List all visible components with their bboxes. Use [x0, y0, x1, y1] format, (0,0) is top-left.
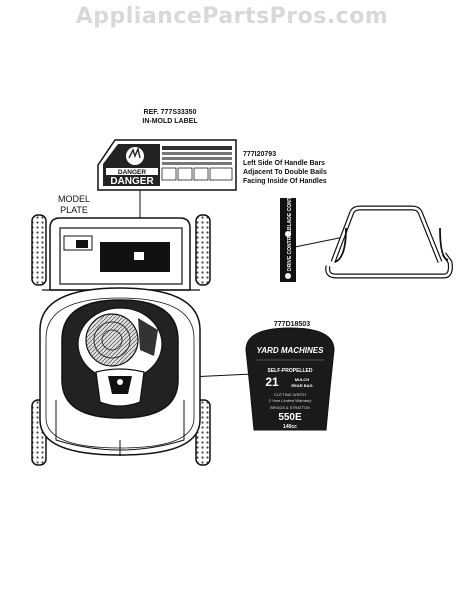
blade-control-text: BLADE CONTROL [287, 187, 293, 230]
ref-label-line2: IN-MOLD LABEL [142, 118, 198, 125]
warranty-text: 2 Year Limited Warranty [268, 398, 313, 403]
danger-word: DANGER [110, 176, 154, 187]
model-plate-line2: PLATE [60, 205, 88, 215]
model-number-text: 550E [278, 412, 302, 423]
model-plate-label: MODEL PLATE [54, 194, 94, 216]
danger-decal: DANGER DANGER [97, 139, 237, 191]
control-icon [285, 231, 291, 237]
self-propelled-text: SELF-PROPELLED [267, 368, 312, 374]
watermark: AppliancePartsPros.com [75, 4, 389, 29]
handle-label-part: 777I20793 [243, 151, 277, 158]
handle-label-line1: Left Side Of Handle Bars [243, 160, 326, 167]
cc-text: 140cc [283, 424, 297, 430]
handle-decal: BLADE CONTROL DRIVE CONTROL [280, 187, 296, 282]
cutting-width-text: CUTTING WIDTH [274, 392, 306, 397]
rear-wheels [31, 214, 211, 286]
size-text: 21 [265, 375, 279, 389]
engine [61, 299, 179, 419]
handle-label-line3: Facing Inside Of Handles [243, 178, 327, 185]
rear-bag-text: REAR BAG [291, 383, 312, 388]
brand-text: YARD MACHINES [257, 346, 325, 355]
drive-control-text: DRIVE CONTROL [287, 230, 293, 271]
hood-decal: YARD MACHINES SELF-PROPELLED 21 MULCH RE… [245, 327, 335, 431]
ref-label-line1: REF. 777S33350 [143, 109, 197, 116]
model-plate-line1: MODEL [57, 194, 90, 204]
ref-label: REF. 777S33350 IN-MOLD LABEL [120, 108, 220, 126]
hood-label-part: 777D18503 [273, 321, 311, 328]
danger-word-top: DANGER [118, 169, 146, 176]
mulch-text: MULCH [295, 377, 310, 382]
control-icon-2 [285, 273, 291, 279]
engine-brand-text: BRIGGS & STRATTON [270, 406, 310, 410]
handle-label-line2: Adjacent To Double Bails [243, 169, 327, 176]
rear-deck [42, 217, 200, 291]
handle-label: 777I20793 Left Side Of Handle Bars Adjac… [243, 150, 363, 186]
handle-bars [325, 205, 453, 279]
